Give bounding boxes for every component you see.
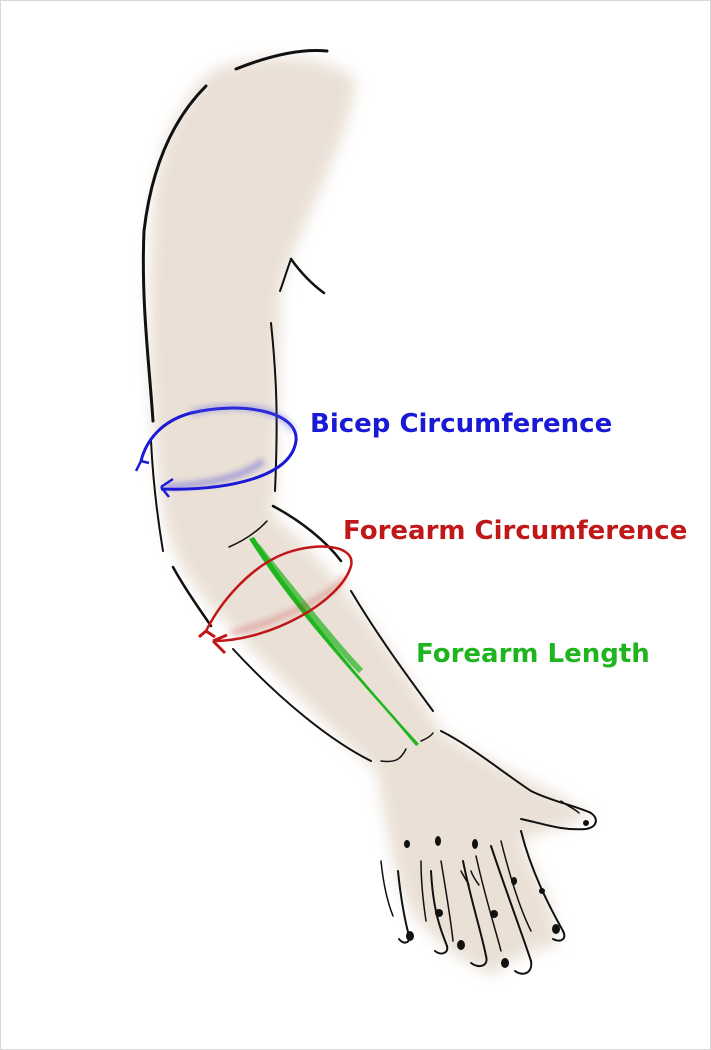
bicep-circumference-label: Bicep Circumference [310,409,613,439]
arm-skin [149,57,591,976]
forearm-circumference-loop [198,545,353,655]
forearm-length-label: Forearm Length [416,639,650,669]
forearm-circumference-label: Forearm Circumference [343,516,688,546]
bicep-circumference-loop [134,403,298,498]
forearm-length-line [249,537,419,746]
arm-outline [141,49,597,975]
hand-details [404,820,589,968]
